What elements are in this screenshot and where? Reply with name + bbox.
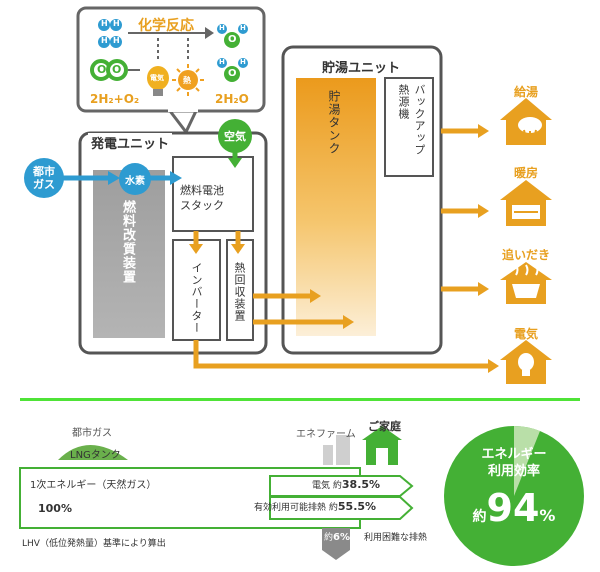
o-atom-label-1: O (97, 63, 107, 76)
heat-recovery-label: 熱回収装置 (233, 262, 246, 322)
home-label: ご家庭 (368, 420, 401, 433)
h-atom-label-4: H (113, 36, 120, 45)
reaction-product: 2H₂O (215, 92, 249, 106)
reheat-bath-house-icon (500, 262, 552, 304)
loss-breakdown: 約6% (324, 530, 350, 543)
hydrogen-molecules-icon (98, 19, 122, 48)
reaction-denki-label: 電気 (150, 74, 164, 82)
h-atom-label-7: H (219, 58, 225, 66)
air-badge: 空気 (218, 119, 252, 153)
heat-breakdown-approx: 約 (328, 503, 338, 513)
heat-breakdown-value: 55.5% (337, 500, 377, 513)
electricity-breakdown: 電気 約38.5% (312, 478, 380, 491)
output-label-electricity: 電気 (514, 327, 539, 341)
lightbulb-icon (147, 66, 169, 96)
reformer-block (93, 170, 165, 338)
stack-label-line2: スタック (180, 199, 224, 212)
home-icon (362, 426, 402, 465)
loss-arrow (322, 528, 350, 560)
reaction-reactants: 2H₂+O₂ (90, 92, 140, 106)
backup-heater-box (384, 77, 434, 177)
hydrogen-badge: 水素 (119, 163, 151, 195)
output-label-reheat: 追いだき (502, 248, 551, 262)
h-atom-label-6: H (240, 24, 246, 32)
output-label-heating: 暖房 (514, 166, 539, 180)
primary-energy-value: 100% (38, 502, 72, 515)
electricity-house-icon (500, 340, 552, 384)
loss-breakdown-value: 6% (333, 532, 350, 543)
section-divider (20, 398, 580, 401)
water-molecules-icon (217, 24, 248, 82)
heat-sun-icon (172, 64, 204, 96)
efficiency-diagram (19, 426, 584, 566)
fuel-cell-diagram (60, 6, 552, 384)
oxygen-molecule-icon (90, 59, 128, 81)
heating-house-icon (500, 180, 552, 226)
backup-label-line1: バックアップ (413, 84, 426, 156)
inverter-label: インバーター (190, 262, 203, 334)
storage-tank-label: 貯湯タンク (327, 90, 341, 155)
lhv-note: LHV（低位発熱量）基準により算出 (22, 539, 166, 549)
o-atom-label-2: O (112, 63, 122, 76)
heat-arrow (269, 496, 414, 520)
output-label-hot-water: 給湯 (514, 85, 539, 99)
power-unit-title: 発電ユニット (88, 133, 173, 152)
enefarm-label: エネファーム (296, 429, 356, 440)
efficiency-value-number: 94 (486, 486, 540, 530)
stack-label-line1: 燃料電池 (180, 184, 224, 197)
stack-box (172, 156, 254, 232)
heat-breakdown-label: 有効利用可能排熱 (254, 503, 327, 513)
efficiency-title-line2: 利用効率 (487, 464, 540, 479)
loss-breakdown-label: 利用困難な排熱 (364, 533, 428, 543)
efficiency-value-unit: % (539, 506, 556, 525)
storage-unit-title: 貯湯ユニット (322, 61, 401, 76)
efficiency-circle-value: 約94% (444, 486, 584, 530)
backup-label-line2: 熱源機 (397, 84, 410, 120)
hot-water-house-icon (500, 98, 552, 145)
heat-recovery-box (226, 239, 254, 341)
h-atom-label-3: H (101, 36, 108, 45)
efficiency-circle-title: エネルギー 利用効率 (444, 446, 584, 480)
electricity-breakdown-approx: 約 (332, 481, 342, 491)
reaction-callout-tail (166, 109, 199, 135)
efficiency-loss-slice (514, 426, 540, 496)
h-atom-label-2: H (113, 19, 120, 28)
electricity-breakdown-value: 38.5% (341, 478, 381, 491)
efficiency-title-line1: エネルギー (481, 447, 547, 462)
h-atom-label-8: H (240, 58, 246, 66)
enefarm-icon (323, 445, 333, 465)
primary-energy-label: 1次エネルギー（天然ガス） (30, 480, 157, 491)
electricity-breakdown-label: 電気 (312, 481, 331, 491)
reaction-title: 化学反応 (138, 18, 194, 34)
efficiency-value-approx: 約 (472, 509, 487, 525)
lng-tank-label: LNGタンク (70, 450, 121, 461)
reaction-netsu-label: 熱 (183, 76, 191, 85)
lng-tank-icon (58, 445, 128, 460)
o-atom-label-4: O (228, 68, 237, 79)
city-gas-label: 都市ガス (72, 428, 112, 439)
h-atom-label-1: H (101, 19, 108, 28)
inverter-box (172, 239, 221, 341)
h-atom-label-5: H (219, 24, 225, 32)
city-gas-badge: 都市 ガス (24, 158, 64, 198)
loss-breakdown-approx: 約 (324, 533, 334, 543)
o-atom-label-3: O (228, 34, 237, 45)
heat-breakdown: 有効利用可能排熱 約55.5% (254, 500, 376, 513)
reformer-label: 燃料改質装置 (120, 200, 135, 284)
storage-tank (296, 78, 376, 336)
electricity-arrow (269, 475, 414, 497)
